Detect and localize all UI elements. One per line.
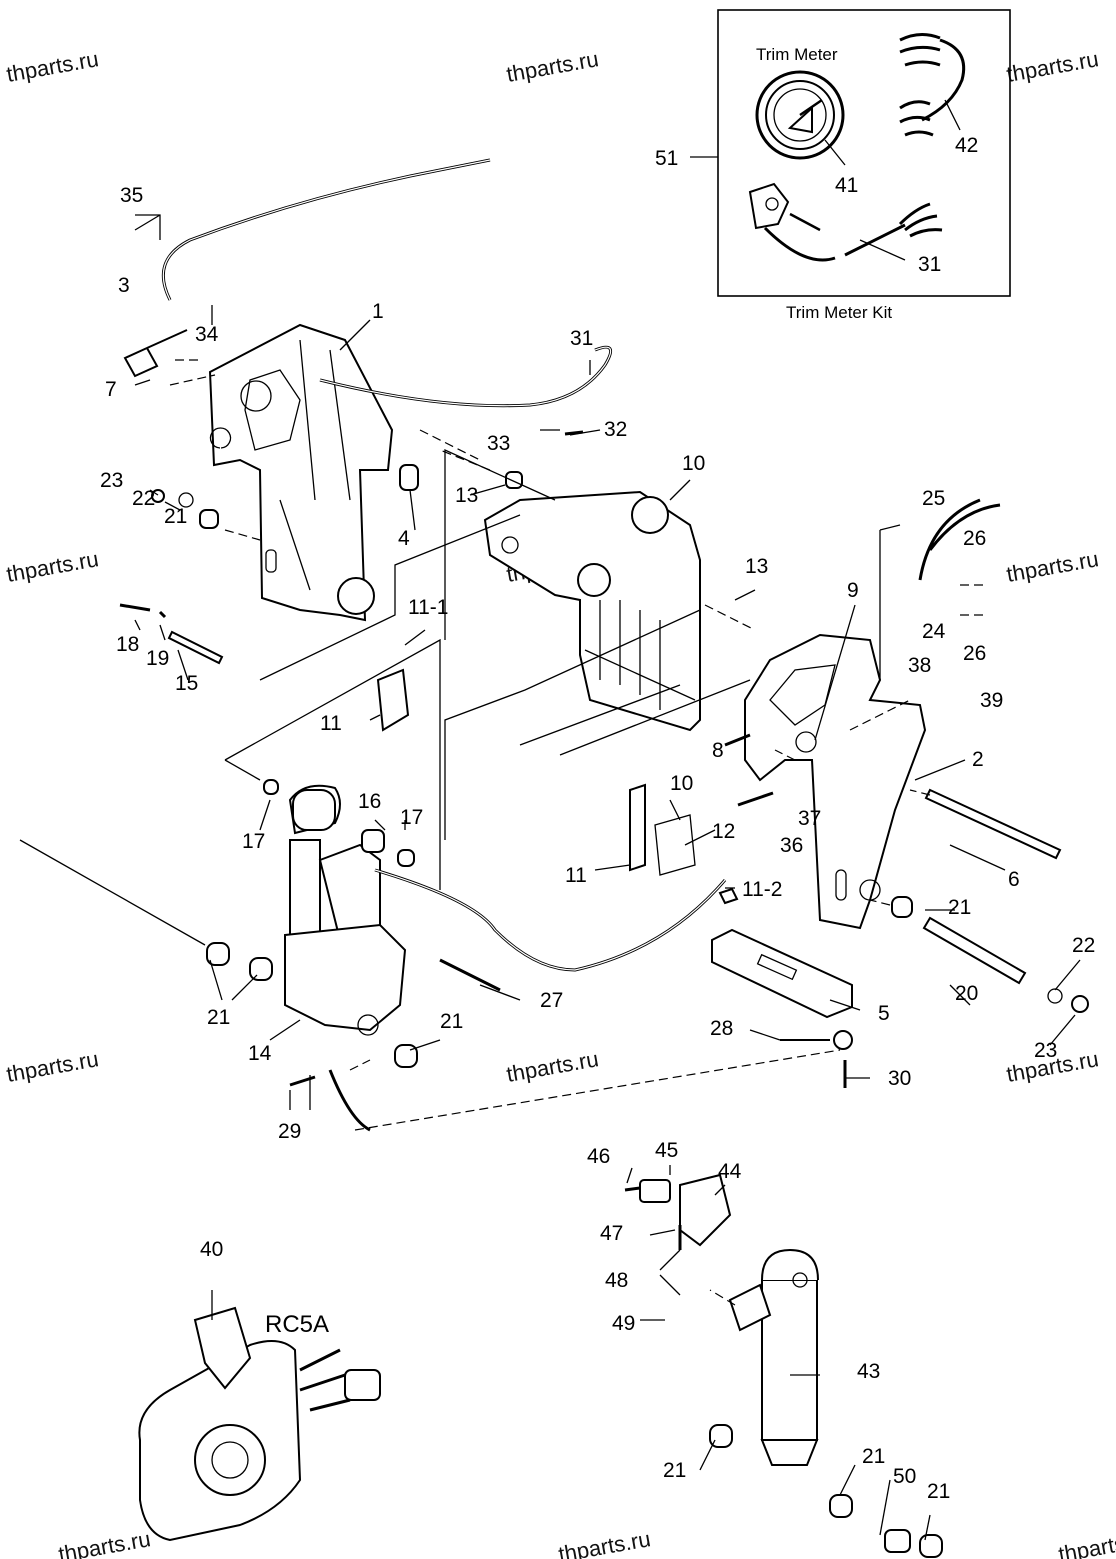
label-part-7: 7 [105, 378, 117, 401]
tilt-shafts [167, 630, 1062, 985]
label-part-31-kit: 31 [918, 253, 941, 276]
label-part-48: 48 [605, 1269, 628, 1292]
label-part-5: 5 [878, 1002, 890, 1025]
label-part-41: 41 [835, 174, 858, 197]
label-part-21-e: 21 [663, 1459, 686, 1482]
label-part-17-right: 17 [400, 806, 423, 829]
label-part-47: 47 [600, 1222, 623, 1245]
label-part-16: 16 [358, 790, 381, 813]
label-part-21-c: 21 [440, 1010, 463, 1033]
part-labels: 1 2 3 4 5 6 7 8 9 10 10 11 11 11-1 11-2 … [100, 134, 1095, 1503]
label-part-23-right: 23 [1034, 1039, 1057, 1062]
anode-plate [711, 928, 853, 1019]
label-part-11-1: 11-1 [408, 596, 448, 619]
label-part-4: 4 [398, 527, 410, 550]
trim-meter-label: Trim Meter [756, 45, 838, 64]
label-part-51: 51 [655, 147, 678, 170]
label-part-22-right: 22 [1072, 934, 1095, 957]
meter-harness-icon [899, 33, 966, 137]
label-part-28: 28 [710, 1017, 733, 1040]
left-clamp-bracket [208, 323, 394, 622]
label-part-18: 18 [116, 633, 139, 656]
swivel-bracket [483, 490, 701, 732]
watermark: thparts.ru [5, 46, 101, 87]
trim-sensor-icon [748, 182, 943, 262]
label-part-11-2: 11-2 [742, 878, 782, 901]
label-part-49: 49 [612, 1312, 635, 1335]
leader-lines [134, 214, 1081, 1541]
watermark: thparts.ru [505, 1046, 601, 1087]
label-part-21-b: 21 [207, 1006, 230, 1029]
label-part-35: 35 [120, 184, 143, 207]
label-part-11-upper: 11 [320, 712, 342, 735]
label-part-2: 2 [972, 748, 984, 771]
label-part-19: 19 [146, 647, 169, 670]
watermark: thparts.ru [1057, 1526, 1116, 1559]
right-clamp-bracket [744, 633, 927, 930]
label-part-24: 24 [922, 620, 946, 643]
label-part-10-lower: 10 [670, 772, 693, 795]
label-part-39: 39 [980, 689, 1003, 712]
label-part-30: 30 [888, 1067, 911, 1090]
label-part-46: 46 [587, 1145, 610, 1168]
bushings [151, 464, 1089, 1558]
label-part-14: 14 [248, 1042, 272, 1065]
label-part-13-right: 13 [745, 555, 768, 578]
label-part-40: 40 [200, 1238, 223, 1261]
label-part-45: 45 [655, 1139, 678, 1162]
label-part-8: 8 [712, 739, 724, 762]
label-part-21-f: 21 [862, 1445, 885, 1468]
label-part-29: 29 [278, 1120, 301, 1143]
label-part-12: 12 [712, 820, 735, 843]
label-part-37: 37 [798, 807, 821, 830]
label-part-21-a: 21 [164, 505, 187, 528]
label-part-9: 9 [847, 579, 859, 602]
label-part-34: 34 [195, 323, 219, 346]
label-part-21-g: 21 [927, 1480, 950, 1503]
bolts [119, 329, 847, 1250]
trim-meter-kit-box: Trim Meter Trim Meter Kit [690, 9, 1011, 322]
label-part-26-lower: 26 [963, 642, 986, 665]
label-part-17-left: 17 [242, 830, 265, 853]
label-part-31-main: 31 [570, 327, 593, 350]
label-part-23-left: 23 [100, 469, 123, 492]
remote-model-label: RC5A [265, 1311, 329, 1338]
trim-meter-kit-title: Trim Meter Kit [786, 303, 892, 322]
watermark: thparts.ru [57, 1526, 153, 1559]
label-part-26-upper: 26 [963, 527, 986, 550]
label-part-38: 38 [908, 654, 931, 677]
label-part-33: 33 [487, 432, 510, 455]
label-part-21-d: 21 [948, 896, 971, 919]
label-part-20: 20 [955, 982, 978, 1005]
label-part-44: 44 [718, 1160, 742, 1183]
label-part-15: 15 [175, 672, 198, 695]
label-part-32: 32 [604, 418, 627, 441]
label-part-1: 1 [372, 300, 384, 323]
watermark: thparts.ru [5, 1046, 101, 1087]
label-part-42: 42 [955, 134, 978, 157]
reference-lines [19, 359, 985, 1306]
label-part-6: 6 [1008, 868, 1020, 891]
label-part-36: 36 [780, 834, 803, 857]
label-part-43: 43 [857, 1360, 880, 1383]
watermark: thparts.ru [505, 46, 601, 87]
watermark: thparts.ru [1005, 546, 1101, 587]
label-part-27: 27 [540, 989, 563, 1012]
watermark: thparts.ru [557, 1526, 653, 1559]
label-part-13-left: 13 [455, 484, 478, 507]
trim-meter-gauge-icon [755, 70, 845, 160]
tilt-cylinder [639, 1173, 819, 1466]
label-part-50: 50 [893, 1465, 916, 1488]
label-part-10-upper: 10 [682, 452, 705, 475]
label-part-3: 3 [118, 274, 130, 297]
watermark: thparts.ru [1005, 46, 1101, 87]
remote-control-box [138, 1306, 381, 1542]
manual-release-parts [376, 668, 739, 905]
wiring [161, 158, 1001, 1132]
label-part-11-lower: 11 [565, 864, 587, 887]
watermark: thparts.ru [5, 546, 101, 587]
label-part-22-left: 22 [132, 487, 155, 510]
label-part-25: 25 [922, 487, 945, 510]
